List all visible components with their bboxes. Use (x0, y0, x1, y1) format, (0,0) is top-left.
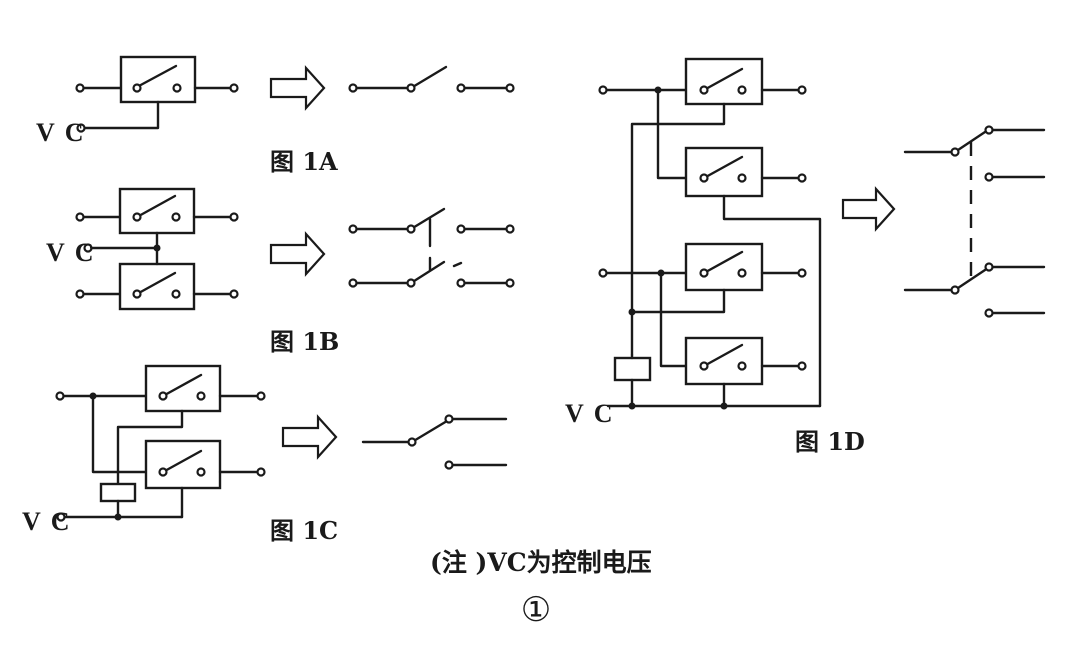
fig-1c-equivalent-switch (361, 414, 508, 470)
fig-1d-relay-4 (659, 271, 807, 386)
fig-1b-label: 图 1B (270, 327, 339, 356)
fig-1d-relay-1 (598, 57, 807, 106)
figure-number: ① (521, 590, 551, 630)
fig-1d: V C 图 1D (565, 57, 1046, 456)
fig-1c-arrow-icon (281, 414, 338, 460)
fig-1d-arrow-icon (841, 186, 896, 232)
fig-1c-label: 图 1C (270, 516, 338, 545)
fig-1b: V C 图 1B (46, 187, 515, 356)
fig-1a-label: 图 1A (270, 147, 338, 176)
fig-1d-label: 图 1D (795, 427, 865, 456)
fig-1c-vc-label: V C (22, 507, 72, 536)
fig-1d-equivalent-switch (903, 125, 1046, 318)
fig-1d-relay-2 (656, 88, 807, 198)
fig-1b-equivalent-switches (348, 207, 515, 288)
fig-1a: V C 图 1A (36, 55, 515, 176)
fig-1b-relay-top (75, 187, 239, 235)
fig-1d-relay-3 (598, 242, 807, 292)
fig-1b-relay-bottom (75, 262, 239, 311)
fig-1d-coil (613, 356, 652, 382)
fig-1a-input-terminal (75, 83, 85, 93)
fig-1d-vc-label: V C (565, 399, 615, 428)
fig-1b-vc-label: V C (46, 238, 96, 267)
fig-1c-relay-bottom (91, 394, 266, 490)
fig-1a-control-line: V C (36, 100, 160, 147)
fig-1c-coil (99, 482, 137, 503)
fig-1b-control-line: V C (46, 231, 161, 267)
fig-1a-equivalent-switch (348, 65, 515, 93)
fig-1a-relay (75, 55, 239, 104)
note-text: (注 )VC为控制电压 (430, 548, 652, 577)
fig-1d-control-line: V C (565, 102, 822, 428)
fig-1b-arrow-icon (269, 231, 326, 277)
fig-1a-vc-label: V C (36, 118, 86, 147)
fig-1a-arrow-icon (269, 65, 326, 111)
fig-1c-relay-top (55, 364, 266, 413)
fig-1c-control-line: V C (22, 409, 184, 536)
fig-1a-output-terminal (229, 83, 239, 93)
fig-1c: V C 图 1C (22, 364, 508, 545)
